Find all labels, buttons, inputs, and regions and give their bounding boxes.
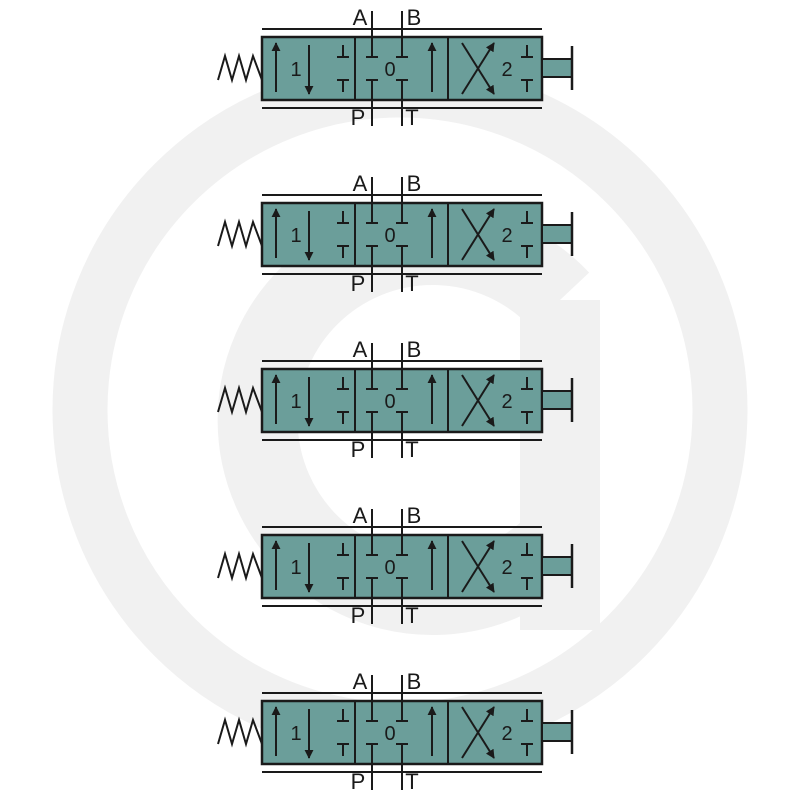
port-p-label: P xyxy=(351,271,366,296)
port-t-label: T xyxy=(405,437,418,462)
port-a-label: A xyxy=(353,171,368,196)
spring-icon xyxy=(217,52,263,84)
position-2-label: 2 xyxy=(501,225,512,247)
position-2-label: 2 xyxy=(501,557,512,579)
port-t-label: T xyxy=(405,603,418,628)
position-2-label: 2 xyxy=(501,59,512,81)
position-0-label: 0 xyxy=(384,557,395,579)
valve-symbol: A B P T 1 0 2 xyxy=(217,503,574,628)
port-a-label: A xyxy=(353,337,368,362)
position-0-label: 0 xyxy=(384,391,395,413)
port-t-label: T xyxy=(405,769,418,794)
port-p-label: P xyxy=(351,603,366,628)
actuator-stem xyxy=(541,722,573,742)
port-a-label: A xyxy=(353,669,368,694)
spring-icon xyxy=(217,550,263,582)
port-t-label: T xyxy=(405,271,418,296)
port-a-label: A xyxy=(353,5,368,30)
position-1-label: 1 xyxy=(290,391,301,413)
actuator-stem xyxy=(541,58,573,78)
cross-arrow xyxy=(461,540,495,593)
cross-arrow xyxy=(461,706,495,759)
cross-arrow xyxy=(461,374,495,427)
actuator-stem xyxy=(541,224,573,244)
actuator-stem xyxy=(541,556,573,576)
port-b-label: B xyxy=(407,503,422,528)
cross-arrow xyxy=(461,42,495,95)
position-1-label: 1 xyxy=(290,225,301,247)
port-p-label: P xyxy=(351,769,366,794)
port-b-label: B xyxy=(407,337,422,362)
cross-arrow xyxy=(461,208,495,261)
port-a-label: A xyxy=(353,503,368,528)
valve-symbol: A B P T 1 0 2 xyxy=(217,337,574,462)
spring-icon xyxy=(217,716,263,748)
position-0-label: 0 xyxy=(384,723,395,745)
position-1-label: 1 xyxy=(290,723,301,745)
position-1-label: 1 xyxy=(290,557,301,579)
position-1-label: 1 xyxy=(290,59,301,81)
port-b-label: B xyxy=(407,5,422,30)
position-2-label: 2 xyxy=(501,391,512,413)
actuator-stem xyxy=(541,390,573,410)
spring-icon xyxy=(217,384,263,416)
position-2-label: 2 xyxy=(501,723,512,745)
position-0-label: 0 xyxy=(384,225,395,247)
port-p-label: P xyxy=(351,437,366,462)
spring-icon xyxy=(217,218,263,250)
position-0-label: 0 xyxy=(384,59,395,81)
valve-symbol: A B P T 1 0 2 xyxy=(217,171,574,296)
port-p-label: P xyxy=(351,105,366,130)
port-b-label: B xyxy=(407,669,422,694)
port-b-label: B xyxy=(407,171,422,196)
port-t-label: T xyxy=(405,105,418,130)
valve-symbol: A B P T 1 0 2 xyxy=(217,5,574,130)
valve-symbol: A B P T 1 0 2 xyxy=(217,669,574,794)
